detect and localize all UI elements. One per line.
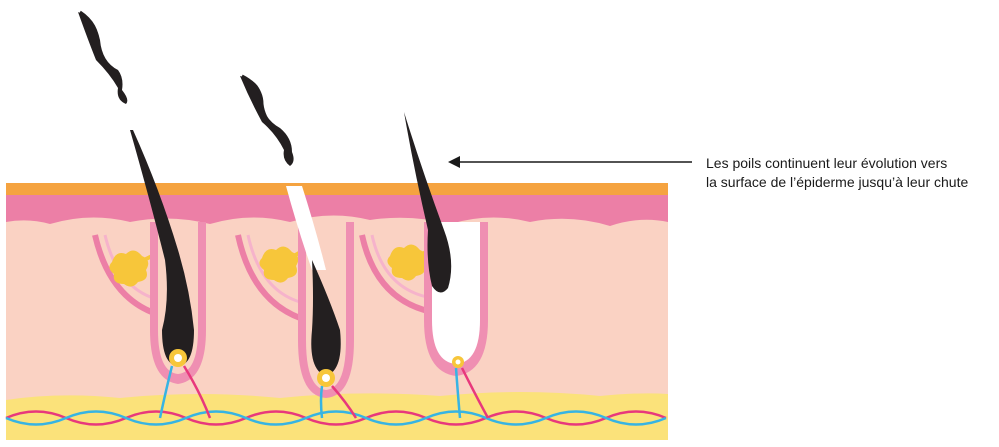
arrector-muscle-3 [359,234,433,315]
arrector-muscle-2 [235,234,302,321]
papilla-core-2 [322,374,330,382]
artery-branch-2 [331,385,358,419]
hair-tip-line-2 [241,74,286,142]
annotation-line-2: la surface de l’épiderme jusqu’à leur ch… [706,174,969,190]
follicle-2 [235,74,358,419]
hair-shaft-2-white [286,186,326,270]
arrector-muscle-3b [370,234,433,300]
artery-branch-3 [460,367,490,419]
artery-wave [5,410,667,426]
hair-tip-line-1 [79,10,121,82]
arrow-left-icon [448,156,692,168]
sebaceous-gland-3 [387,244,427,281]
hair-shaft-2-root [311,260,341,376]
blood-vessels [5,410,667,426]
annotation-text: Les poils continuent leur évolution vers… [706,154,991,192]
surface-layer [6,183,668,195]
epidermis-layer [6,192,668,226]
follicle-3 [359,112,490,419]
vein-branch-1 [158,365,174,419]
sebaceous-gland-1 [109,250,149,287]
fat-layer [6,392,668,440]
vein-branch-2 [319,385,324,419]
hair-shaft-1 [130,130,194,366]
artery-branch-1 [182,365,212,419]
papilla-core-1 [174,354,182,362]
hair-shaft-3 [404,112,452,293]
follicle-1 [78,10,212,419]
arrector-muscle-2b [246,234,301,304]
sebaceous-gland-2 [259,246,299,283]
annotation-line-1: Les poils continuent leur évolution vers [706,155,948,171]
vein-wave [5,410,667,426]
papilla-core-3 [455,359,461,365]
vein-branch-3 [454,367,462,419]
arrector-muscle-1 [92,234,161,318]
